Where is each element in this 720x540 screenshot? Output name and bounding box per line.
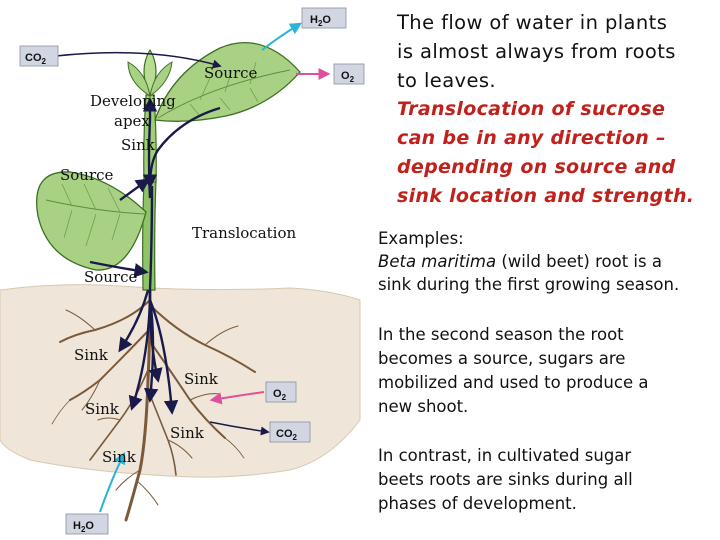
svg-text:H2O: H2O (73, 520, 94, 534)
svg-text:O2: O2 (341, 70, 355, 84)
examples-heading: Examples: (378, 229, 464, 248)
label-sink-root-5: Sink (102, 448, 137, 466)
svg-text:CO2: CO2 (25, 52, 47, 66)
cultivated-beets-line: phases of development. (378, 494, 577, 513)
translocation-arrows (89, 97, 221, 415)
examples-line: sink during the first growing season. (378, 275, 680, 294)
species-name: Beta maritima (378, 252, 497, 271)
co2-top-label: CO2 (19, 45, 59, 67)
co2-in-arrow (55, 51, 222, 69)
translocation-line: depending on source and (397, 156, 676, 178)
cultivated-beets-line: beets roots are sinks during all (378, 470, 633, 489)
source-leaf-left (36, 171, 147, 271)
co2-root-label: CO2 (269, 421, 311, 443)
water-flow-paragraph: The flow of water in plants is almost al… (397, 8, 715, 95)
h2o-in-arrow (99, 451, 126, 513)
water-flow-line: to leaves. (397, 69, 497, 92)
cultivated-beets-line: In contrast, in cultivated sugar (378, 446, 632, 465)
developing-apex (127, 48, 173, 98)
second-season-line: In the second season the root (378, 325, 624, 344)
label-sink-root-1: Sink (74, 346, 109, 364)
examples-line: Beta maritima (wild beet) root is a (378, 250, 718, 273)
o2-leaf-label: O2 (333, 63, 365, 85)
translocation-line: Translocation of sucrose (397, 98, 666, 120)
svg-text:CO2: CO2 (276, 428, 298, 442)
translocation-line: can be in any direction – (397, 127, 666, 149)
h2o-out-arrow (261, 22, 303, 51)
second-season-line: new shoot. (378, 397, 469, 416)
label-sink-root-4: Sink (170, 424, 205, 442)
h2o-bottom-label: H2O (65, 513, 109, 535)
label-sink-root-2: Sink (184, 370, 219, 388)
second-season-line: mobilized and used to produce a (378, 373, 649, 392)
water-flow-line: is almost always from roots (397, 40, 676, 63)
label-developing: Developing (90, 92, 176, 110)
source-leaf-top (154, 41, 301, 122)
translocation-line: sink location and strength. (397, 185, 695, 207)
label-sink-apex: Sink (121, 136, 156, 154)
label-sink-root-3: Sink (85, 400, 120, 418)
co2-root-arrow (209, 421, 270, 436)
o2-root-arrow (209, 391, 265, 405)
label-source-left-leaf: Source (60, 166, 114, 184)
examples-line-rest: (wild beet) root is a (496, 252, 662, 271)
second-season-paragraph: In the second season the root becomes a … (378, 323, 698, 419)
root-system (51, 288, 256, 522)
soil-area (0, 284, 361, 478)
second-season-line: becomes a source, sugars are (378, 349, 626, 368)
o2-root-label: O2 (265, 381, 297, 403)
label-source-lower: Source (84, 268, 138, 286)
cultivated-beets-paragraph: In contrast, in cultivated sugar beets r… (378, 444, 698, 516)
water-flow-line: The flow of water in plants (397, 11, 668, 34)
svg-text:O2: O2 (273, 388, 287, 402)
svg-text:H2O: H2O (310, 14, 331, 28)
plant-diagram: H2O CO2 O2 O2 CO2 H2O Source Developing … (0, 7, 365, 535)
h2o-top-label: H2O (301, 7, 347, 29)
label-apex: apex (114, 112, 150, 130)
label-translocation: Translocation (192, 224, 297, 242)
label-source-top-leaf: Source (204, 64, 258, 82)
translocation-paragraph: Translocation of sucrose can be in any d… (397, 95, 715, 211)
examples-paragraph: Examples: Beta maritima (wild beet) root… (378, 227, 718, 296)
